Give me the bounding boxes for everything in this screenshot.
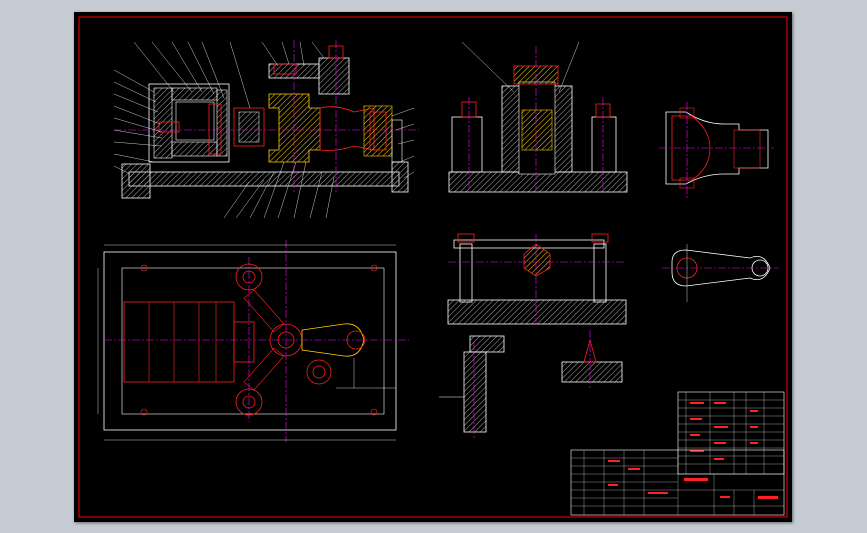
cad-drawing <box>78 16 788 518</box>
sheet-border <box>78 16 788 518</box>
fixture-side-view-2[interactable] <box>439 233 627 440</box>
workpiece-part[interactable] <box>659 102 779 302</box>
drawing-canvas[interactable] <box>74 12 792 522</box>
title-block[interactable] <box>570 391 785 516</box>
fixture-section-view[interactable] <box>113 40 419 219</box>
fixture-plan-view[interactable] <box>97 240 409 442</box>
fixture-side-view[interactable] <box>448 41 628 193</box>
